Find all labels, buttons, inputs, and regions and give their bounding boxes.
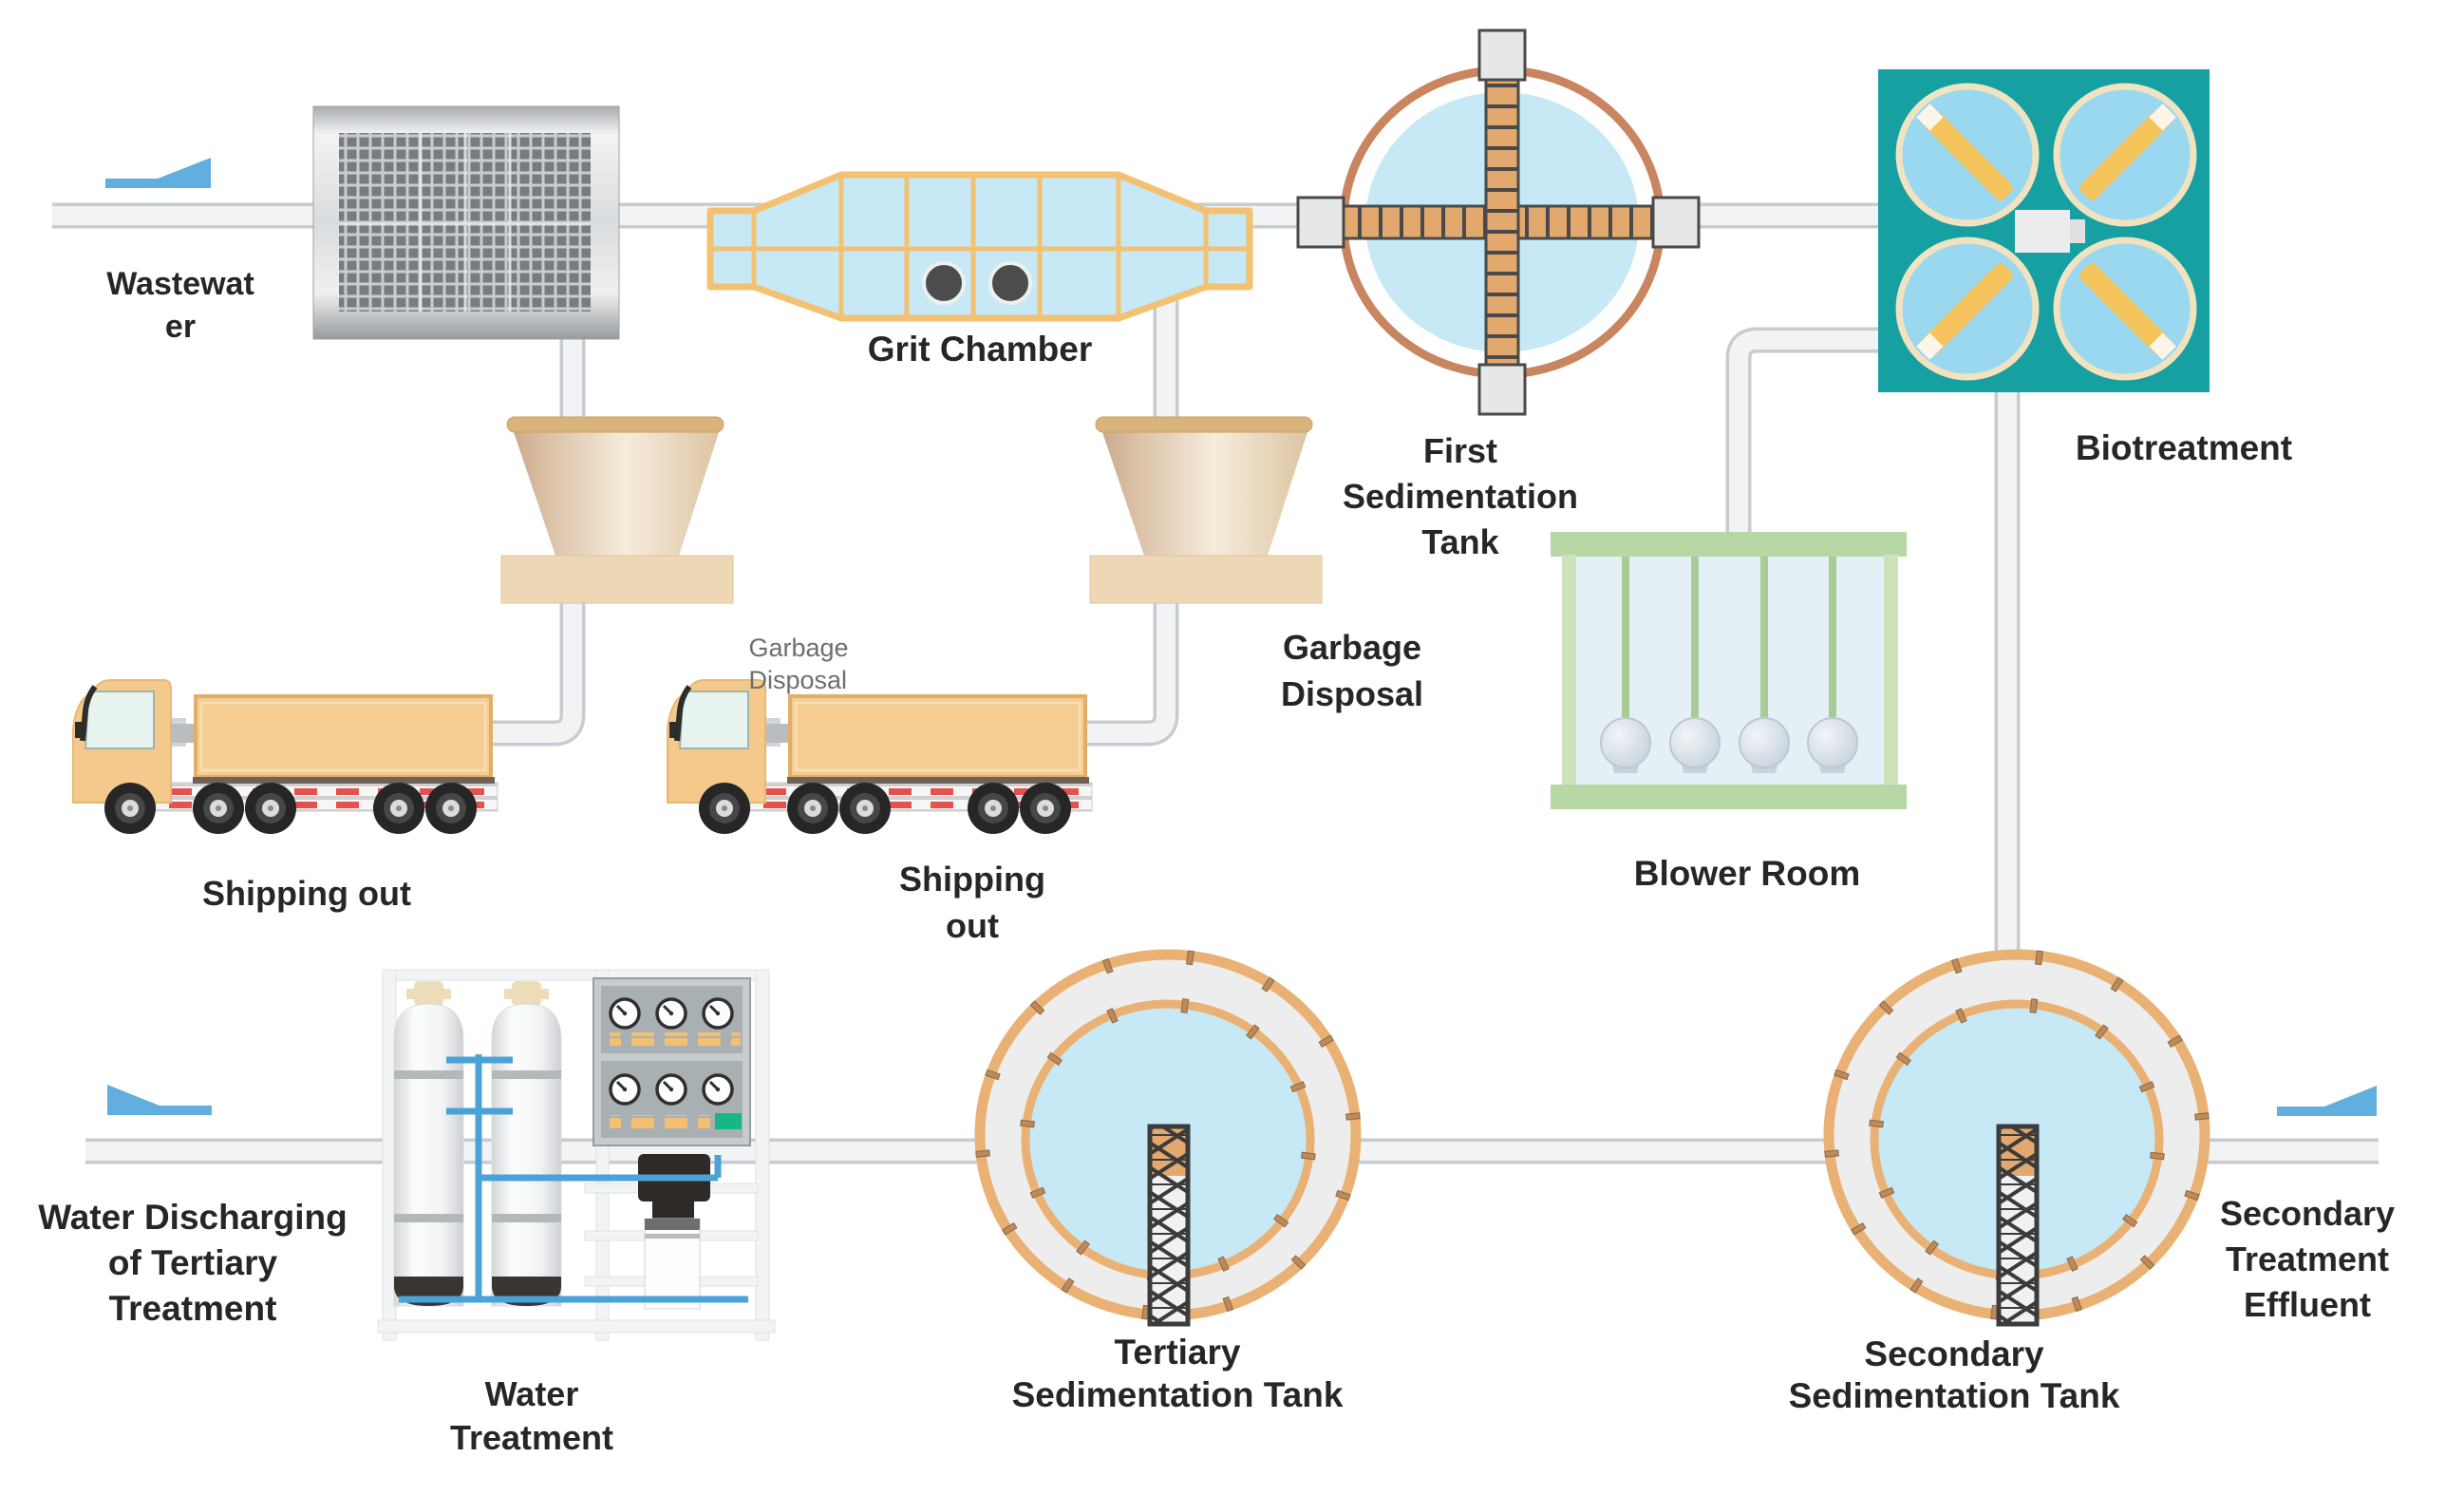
filter-vessel [393,981,464,1307]
grit-chamber [706,171,1253,322]
secondary-treatment-effluent-label: Secondary Treatment Effluent [2219,1194,2396,1324]
wheel-icon [104,783,156,834]
secondary-sedimentation-tank-label: Secondary Sedimentation Tank [1788,1334,2120,1415]
scraper-bridge [1484,62,1520,383]
biotreatment-basin [1878,69,2210,392]
garbage-funnel-2 [1089,416,1323,604]
truck-window [84,691,155,749]
first-sedimentation-tank [1296,28,1701,416]
gauge-icon [702,1073,734,1106]
center-drive-unit [2015,210,2070,253]
gauge-icon [655,1073,687,1106]
tertiary-sedimentation-tank [974,949,1362,1327]
wheel-icon [373,783,424,834]
aerator-paddle-icon [2079,263,2176,360]
effluent-flow-arrow-icon [2277,1086,2377,1116]
first-sedimentation-tank-label: First Sedimentation Tank [1342,431,1579,561]
gauge-icon [609,997,641,1030]
aerator-paddle-icon [2079,104,2176,200]
discharge-flow-arrow-icon [107,1085,212,1115]
green-button [715,1113,742,1129]
grit-chamber-label: Grit Chamber [867,330,1093,369]
shipping-out-1-label: Shipping out [202,874,411,913]
tertiary-sedimentation-tank-label: Tertiary Sedimentation Tank [1011,1333,1344,1414]
truck-2 [668,680,1092,834]
blower-room-label: Blower Room [1633,854,1861,893]
water-treatment-label: Water Treatment [449,1374,614,1457]
water-treatment-unit [377,969,776,1341]
garbage-disposal-small-label: Garbage Disposal [748,634,849,694]
water-discharging-label: Water Discharging of Tertiary Treatment [38,1198,348,1328]
blower-room [1551,532,1907,809]
wastewater-flow-arrow-icon [105,158,211,188]
gauge-icon [609,1073,641,1106]
filter-vessel [491,980,562,1307]
gauge-icon [655,997,687,1030]
scraper-tower [1147,1124,1191,1327]
truck-1 [72,679,498,834]
truck-bed [194,694,493,779]
wheel-icon [425,783,477,834]
garbage-funnel-1 [500,416,734,604]
grit-aerator-icon [922,261,966,305]
biotreatment-label: Biotreatment [2075,428,2293,467]
garbage-disposal-label: Garbage Disposal [1280,628,1424,713]
wheel-icon [245,783,296,834]
wastewater-label: Wastewat er [106,266,254,345]
panel-buttons [610,1032,741,1046]
grit-aerator-icon [988,261,1032,305]
secondary-sedimentation-tank [1825,951,2209,1324]
wheel-icon [193,783,244,834]
panel-buttons [610,1115,710,1128]
gauge-icon [702,997,734,1030]
bar-screen [312,105,620,340]
shipping-out-2-label: Shipping out [899,860,1045,945]
